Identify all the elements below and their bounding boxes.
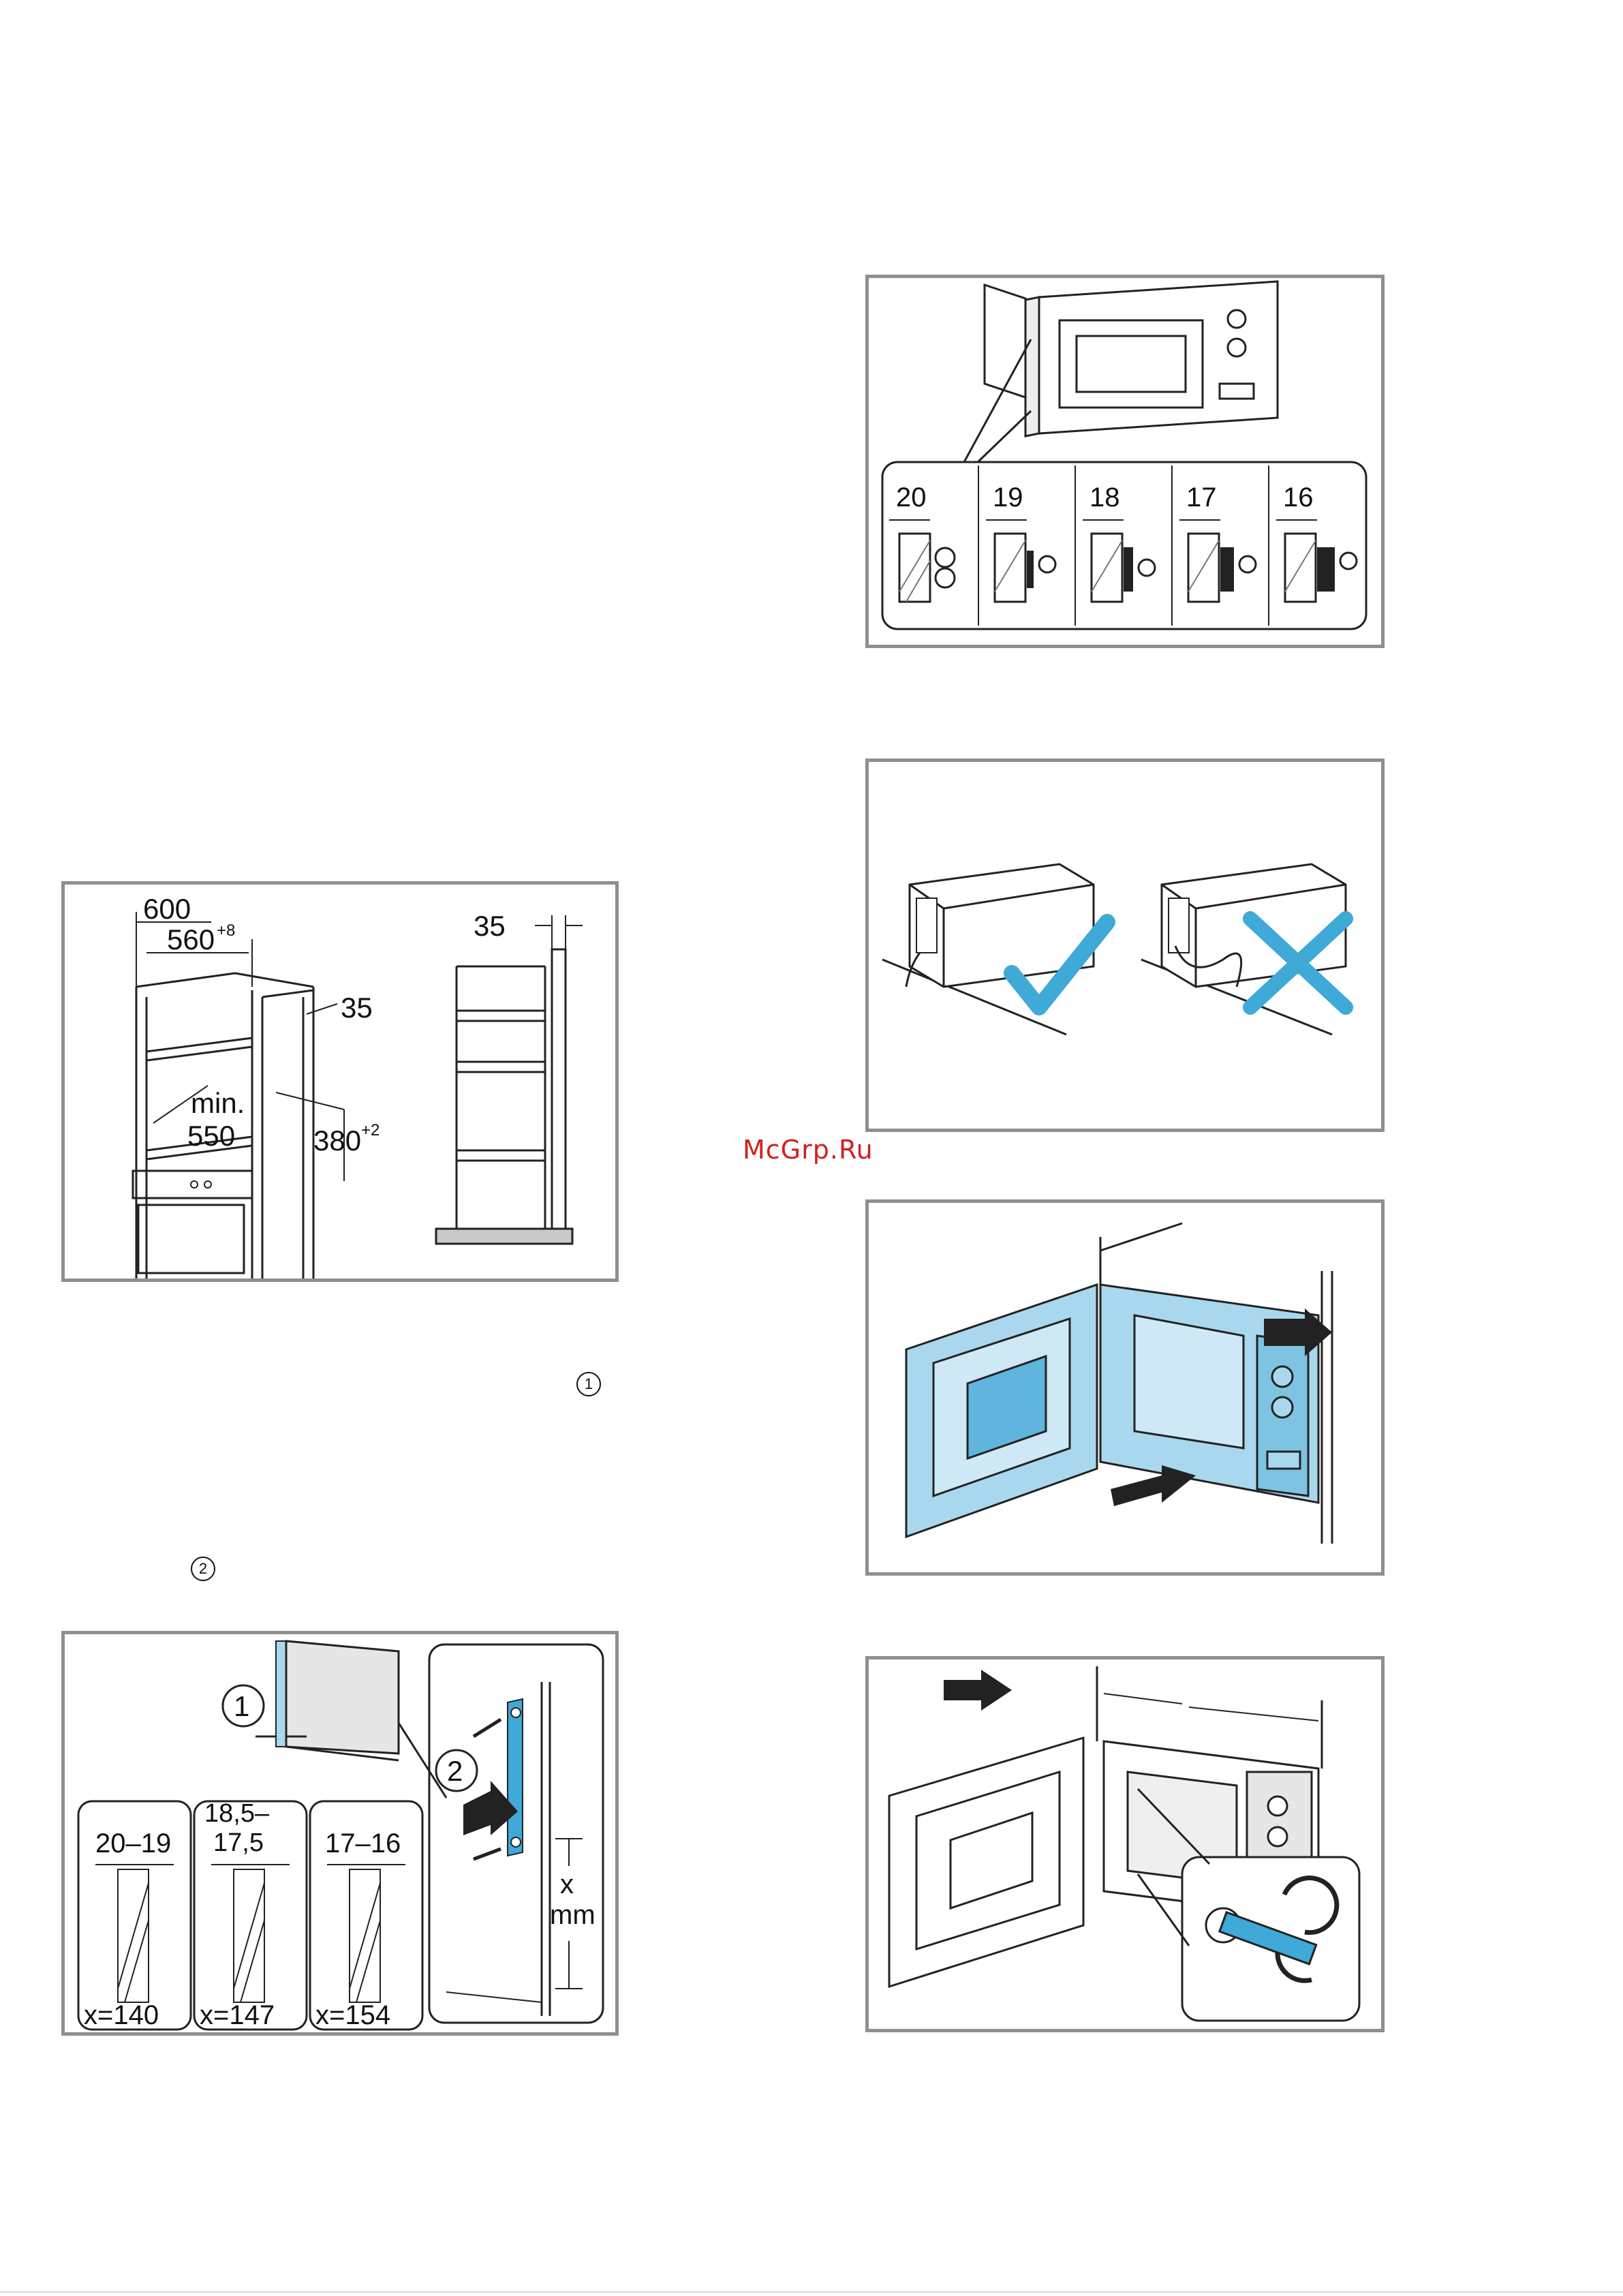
range-2b: 17,5 [213, 1828, 264, 1857]
arrow-left-icon [944, 1670, 1012, 1711]
mounting-bracket-illustration: 1 20–19 18,5– 17,5 17–16 x=140 x=147 [65, 1634, 615, 2032]
callout-one: 1 [576, 1372, 601, 1396]
spacer-value-2: 19 [993, 483, 1023, 512]
niche-dimensions-illustration: 600 560 +8 35 min. 550 380 +2 35 [65, 885, 615, 1279]
figure-cable-routing [865, 759, 1385, 1132]
figure-niche-dimensions: 600 560 +8 35 min. 550 380 +2 35 [61, 881, 619, 1282]
screw-fixing-illustration [869, 1659, 1381, 2029]
side-depth: 35 [474, 910, 506, 942]
x-value-3: x=154 [315, 2000, 390, 2030]
marker-one: 1 [234, 1690, 249, 1722]
niche-min-label: min. [191, 1087, 245, 1119]
figure-door-removal [865, 1199, 1385, 1576]
callout-two: 2 [191, 1557, 215, 1581]
door-removal-illustration [869, 1203, 1381, 1572]
range-3: 17–16 [325, 1828, 401, 1858]
spacer-value-3: 18 [1089, 483, 1120, 512]
watermark: McGrp.Ru [743, 1135, 874, 1165]
niche-height-tol: +2 [361, 1121, 380, 1139]
spacer-value-1: 20 [896, 483, 927, 512]
spacer-discs-illustration: 20 19 18 17 16 [869, 278, 1381, 645]
marker-two: 2 [447, 1755, 463, 1787]
figure-mounting-bracket: 1 20–19 18,5– 17,5 17–16 x=140 x=147 [61, 1631, 619, 2036]
footer-rule [0, 2291, 1623, 2293]
niche-width-inner: 560 [167, 923, 215, 955]
mm-label: mm [550, 1900, 596, 1930]
range-1: 20–19 [95, 1828, 171, 1858]
niche-width-inner-tol: +8 [217, 921, 235, 940]
x-value-2: x=147 [200, 2000, 275, 2030]
x-value-1: x=140 [84, 2000, 159, 2030]
figure-spacer-discs: 20 19 18 17 16 [865, 275, 1385, 648]
cable-routing-illustration [869, 762, 1381, 1129]
range-2a: 18,5– [204, 1799, 270, 1828]
niche-width-outer: 600 [143, 893, 191, 925]
figure-screw-fixing [865, 1656, 1385, 2032]
niche-min-value: 550 [187, 1120, 235, 1152]
spacer-value-4: 17 [1186, 483, 1217, 512]
spacer-value-5: 16 [1283, 483, 1314, 512]
x-label: x [560, 1869, 574, 1899]
niche-height: 380 [313, 1124, 361, 1157]
niche-depth-top: 35 [341, 992, 373, 1024]
